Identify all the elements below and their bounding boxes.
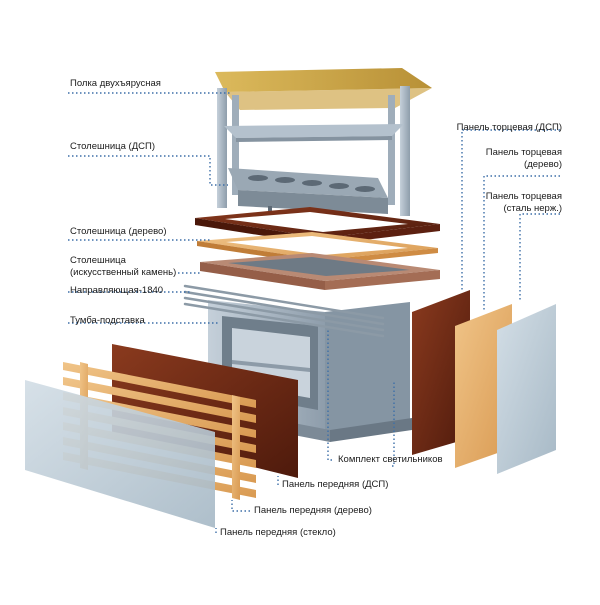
label-front-glass: Панель передняя (стекло) [220,527,336,538]
label-countertop-stone-line2: (искусственный камень) [70,267,177,278]
label-end-panel-wood-line2: (дерево) [524,159,562,170]
label-end-panel-wood-line1: Панель торцевая [485,147,562,158]
label-countertop-stone-line1: Столешница [70,255,126,266]
front-panel-glass [25,380,215,528]
label-stand: Тумба-подставка [70,315,145,326]
label-end-panel-dsp: Панель торцевая (ДСП) [456,122,562,133]
label-end-panel-steel-line1: Панель торцевая [485,191,562,202]
leader-lines [68,92,560,533]
label-countertop-wood: Столешница (дерево) [70,226,167,237]
label-shelf-two-tier: Полка двухъярусная [70,78,161,89]
countertop-stone [200,253,440,290]
end-panel-steel [497,304,556,474]
label-front-wood: Панель передняя (дерево) [254,505,372,516]
label-countertop-dsp: Столешница (ДСП) [70,141,155,152]
label-front-dsp: Панель передняя (ДСП) [282,479,389,490]
shelf-two-tier [215,68,432,218]
label-guide: Направляющая-1840 [70,285,164,296]
guide-rails [183,284,385,338]
label-end-panel-steel-line2: (сталь нерж.) [503,203,562,214]
label-lights: Комплект светильников [338,454,443,465]
